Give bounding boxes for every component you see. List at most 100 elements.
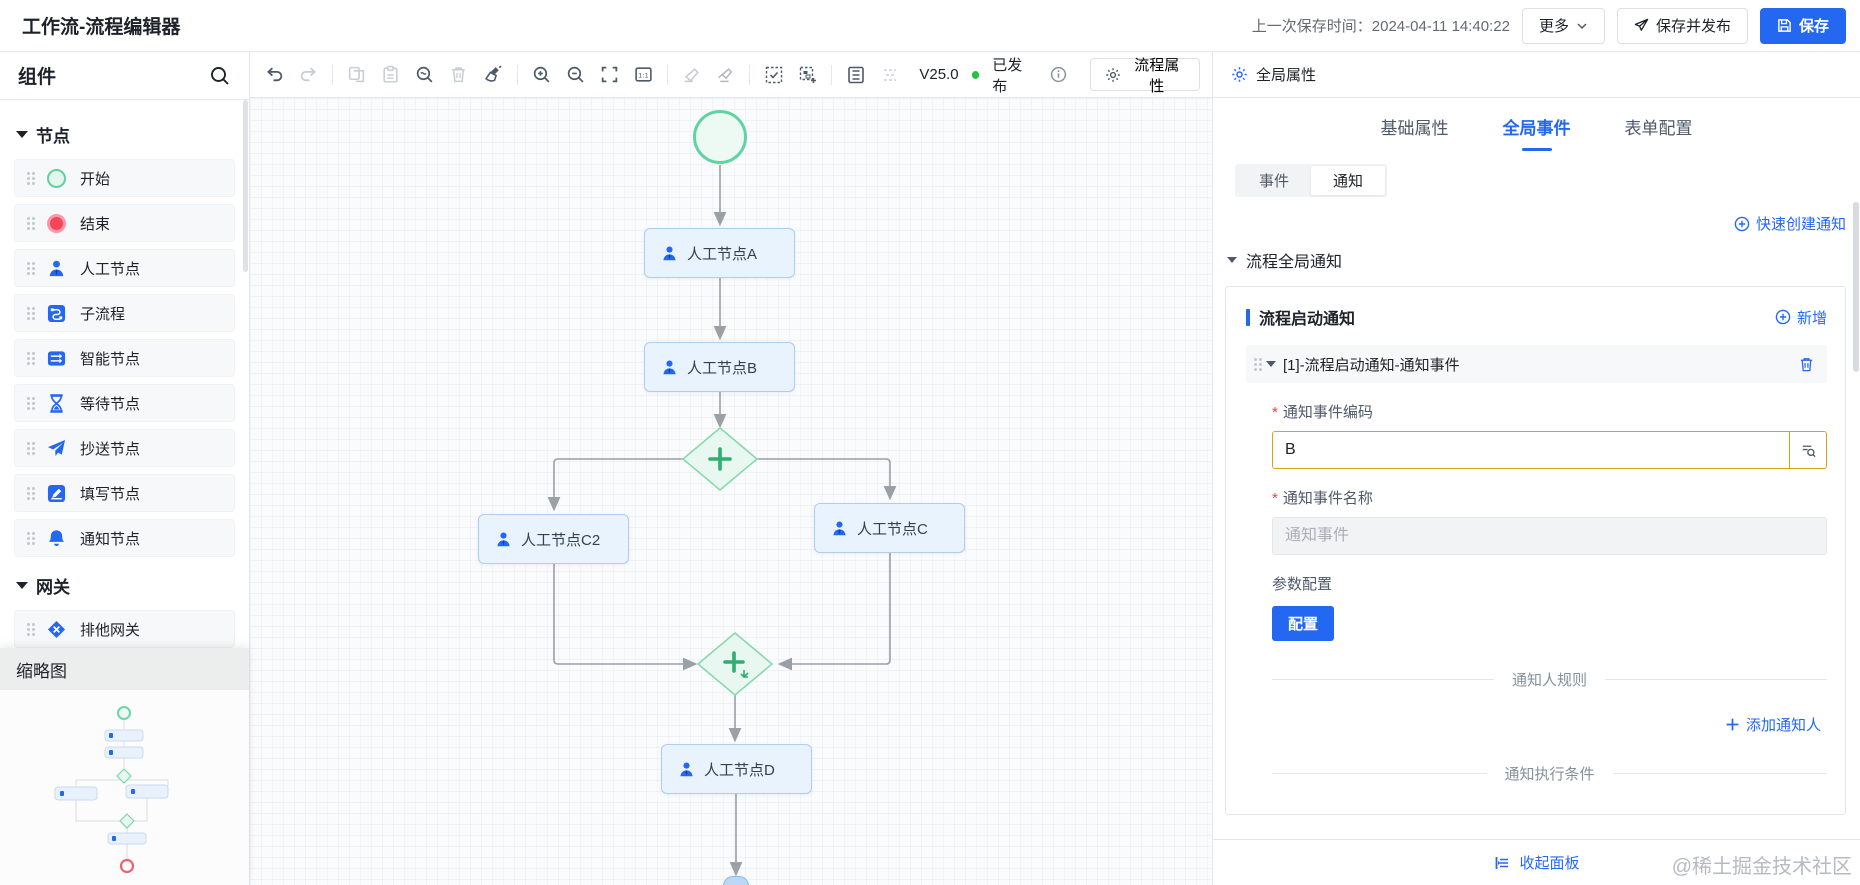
person-icon bbox=[661, 359, 678, 376]
caret-down-icon bbox=[1227, 257, 1237, 263]
paste-icon[interactable] bbox=[380, 64, 401, 86]
palette-item-cc[interactable]: 抄送节点 bbox=[14, 429, 235, 467]
param-config-label: 参数配置 bbox=[1272, 576, 1333, 593]
drag-handle-icon bbox=[27, 622, 35, 636]
palette-item-subprocess[interactable]: 子流程 bbox=[14, 294, 235, 332]
fit-screen-icon[interactable] bbox=[599, 64, 620, 86]
notification-fields: *通知事件编码 *通知事件名称 参数配置 配置 通知人规则 bbox=[1272, 401, 1828, 784]
drag-handle-icon bbox=[27, 441, 35, 455]
save-publish-button[interactable]: 保存并发布 bbox=[1616, 7, 1748, 44]
event-name-input-wrap bbox=[1272, 517, 1827, 555]
trash-icon[interactable] bbox=[1798, 356, 1815, 373]
required-asterisk: * bbox=[1272, 490, 1278, 507]
align-icon[interactable] bbox=[879, 64, 900, 86]
flow-node-D[interactable]: 人工节点D bbox=[661, 744, 812, 794]
subtab-notifications[interactable]: 通知 bbox=[1311, 166, 1385, 195]
add-notification-link[interactable]: 新增 bbox=[1775, 307, 1827, 328]
event-name-input[interactable] bbox=[1285, 527, 1814, 545]
last-saved-time: 上一次保存时间：2024-04-11 14:40:22 bbox=[1251, 18, 1510, 35]
palette-item-wait[interactable]: 等待节点 bbox=[14, 384, 235, 422]
marquee-select-icon[interactable] bbox=[763, 64, 784, 86]
publish-status: 已发布 bbox=[992, 56, 1023, 95]
copy-icon[interactable] bbox=[346, 64, 367, 86]
caret-down-icon bbox=[16, 582, 28, 589]
redo-icon[interactable] bbox=[298, 64, 319, 86]
zoom-in-icon[interactable] bbox=[531, 64, 552, 86]
quick-create-notification-link[interactable]: 快速创建通知 bbox=[1734, 213, 1846, 234]
variable-picker-button[interactable] bbox=[1789, 432, 1826, 468]
find-icon[interactable] bbox=[414, 64, 435, 86]
drag-handle-icon bbox=[27, 531, 35, 545]
smart-node-icon bbox=[47, 349, 66, 368]
panel-title: 全局属性 bbox=[1256, 67, 1317, 84]
collapse-panel-button[interactable]: 收起面板 bbox=[1519, 855, 1580, 872]
collapse-panel-icon bbox=[1493, 854, 1511, 872]
tab-form-config[interactable]: 表单配置 bbox=[1624, 119, 1693, 138]
notifier-rule-divider: 通知人规则 bbox=[1272, 669, 1828, 690]
plus-circle-icon bbox=[1734, 216, 1750, 232]
start-node[interactable] bbox=[693, 110, 747, 164]
sidebar-body: 节点 开始 结束 人工节点 子流程 bbox=[0, 100, 249, 648]
palette-item-exclusive-gateway[interactable]: 排他网关 bbox=[14, 610, 235, 648]
chevron-down-icon bbox=[1576, 20, 1588, 32]
process-properties-button[interactable]: 流程属性 bbox=[1090, 57, 1201, 95]
zoom-out-icon[interactable] bbox=[565, 64, 586, 86]
minimap-title: 缩略图 bbox=[0, 648, 249, 690]
notification-item-header[interactable]: [1]-流程启动通知-通知事件 bbox=[1246, 345, 1827, 383]
add-notifier-link[interactable]: 添加通知人 bbox=[1725, 714, 1821, 735]
paper-plane-icon bbox=[47, 439, 66, 458]
panel-header: 全局属性 bbox=[1213, 52, 1860, 98]
panel-layout-icon[interactable] bbox=[845, 64, 866, 86]
field-label-code: *通知事件编码 bbox=[1272, 404, 1373, 421]
title-accent-bar bbox=[1246, 308, 1250, 326]
palette-item-start[interactable]: 开始 bbox=[14, 159, 235, 197]
tab-global-events[interactable]: 全局事件 bbox=[1503, 114, 1571, 151]
flow-canvas[interactable]: 人工节点A 人工节点B 人工节点C2 人工节点C 人工节点D bbox=[250, 98, 1212, 885]
minimap-viewport[interactable] bbox=[0, 690, 249, 885]
event-code-input[interactable] bbox=[1273, 432, 1789, 468]
append-select-icon[interactable] bbox=[797, 64, 818, 86]
subtab-events[interactable]: 事件 bbox=[1258, 173, 1289, 190]
svg-text:1:1: 1:1 bbox=[638, 72, 649, 80]
palette-item-write[interactable]: 填写节点 bbox=[14, 474, 235, 512]
flow-node-A[interactable]: 人工节点A bbox=[644, 228, 795, 278]
config-button[interactable]: 配置 bbox=[1272, 606, 1334, 641]
global-notification-group[interactable]: 流程全局通知 bbox=[1213, 234, 1860, 272]
clear-broom-icon[interactable] bbox=[483, 64, 504, 86]
flow-edges bbox=[547, 165, 897, 877]
flow-node-C2[interactable]: 人工节点C2 bbox=[478, 514, 629, 564]
hourglass-icon bbox=[47, 393, 66, 413]
info-icon[interactable] bbox=[1048, 64, 1069, 86]
page-title: 工作流-流程编辑器 bbox=[22, 17, 181, 38]
person-icon bbox=[495, 531, 512, 548]
palette-item-smart[interactable]: 智能节点 bbox=[14, 339, 235, 377]
more-button[interactable]: 更多 bbox=[1521, 7, 1605, 44]
clipped-next-node bbox=[723, 876, 749, 885]
panel-scrollbar[interactable] bbox=[1853, 202, 1859, 372]
caret-down-icon bbox=[16, 131, 28, 138]
section-nodes[interactable]: 节点 bbox=[16, 122, 235, 147]
multi-stamp-icon[interactable] bbox=[715, 64, 736, 86]
palette-item-person[interactable]: 人工节点 bbox=[14, 249, 235, 287]
palette-item-end[interactable]: 结束 bbox=[14, 204, 235, 242]
delete-icon[interactable] bbox=[448, 64, 469, 86]
sidebar-scrollbar[interactable] bbox=[243, 100, 248, 272]
drag-handle-icon bbox=[27, 171, 35, 185]
save-button[interactable]: 保存 bbox=[1759, 7, 1846, 44]
palette-item-notify[interactable]: 通知节点 bbox=[14, 519, 235, 557]
section-gateways[interactable]: 网关 bbox=[16, 573, 235, 598]
flow-node-B[interactable]: 人工节点B bbox=[644, 342, 795, 392]
person-icon bbox=[678, 761, 695, 778]
flow-node-C[interactable]: 人工节点C bbox=[814, 503, 965, 553]
exec-condition-divider: 通知执行条件 bbox=[1272, 763, 1828, 784]
person-icon bbox=[47, 259, 66, 278]
minimap-flow bbox=[54, 706, 169, 874]
component-sidebar: 组件 节点 开始 结束 人工节点 bbox=[0, 52, 250, 885]
stamp-icon[interactable] bbox=[681, 64, 702, 86]
tab-basic-props[interactable]: 基础属性 bbox=[1380, 119, 1449, 138]
field-label-name: *通知事件名称 bbox=[1272, 490, 1373, 507]
start-circle-icon bbox=[47, 168, 66, 188]
one-to-one-icon[interactable]: 1:1 bbox=[633, 64, 654, 86]
undo-icon[interactable] bbox=[264, 64, 285, 86]
search-icon[interactable] bbox=[209, 65, 231, 87]
